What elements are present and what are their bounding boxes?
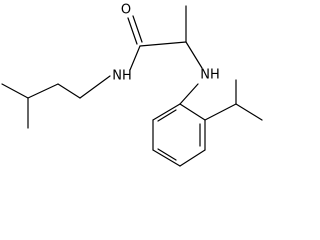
ring-double-inner-3 (157, 109, 177, 122)
ring-bond-6 (152, 103, 181, 121)
ring-bond-1 (179, 103, 206, 121)
bond-ring-to-isopropyl (204, 103, 237, 121)
ring-double-inner-2 (157, 148, 177, 161)
structure-diagram: O NH NH (1, 3, 263, 167)
bond-iso-methyl-upper (1, 83, 29, 99)
bond-ch2-to-amide-n (79, 75, 111, 99)
ring-bond-4 (152, 149, 181, 167)
bond-amine-n-to-ring (179, 83, 199, 105)
bond-alpha-to-amine-n (185, 41, 203, 69)
bond-carbonyl-to-alpha (139, 41, 187, 47)
oxygen-label: O (121, 3, 131, 18)
bond-iso-ch-to-ch2 (27, 83, 59, 99)
bond-carbonyl-double-1 (127, 17, 138, 45)
amide-nh-label: NH (112, 69, 132, 84)
bond-amide-n-to-carbonyl (129, 45, 141, 71)
bond-isopropyl-methyl-right (235, 103, 263, 121)
bond-ch2-to-ch2 (57, 83, 81, 99)
ring-bond-3 (179, 149, 206, 167)
bond-carbonyl-double-2 (132, 15, 143, 43)
amine-nh-label: NH (200, 68, 220, 83)
